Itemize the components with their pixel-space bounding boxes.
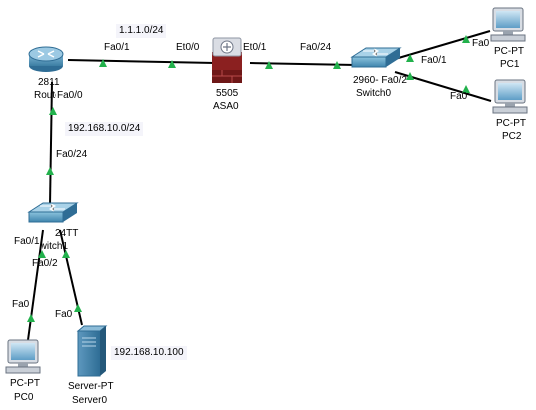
server-ip-label: 192.168.10.100 [111, 346, 187, 360]
link-router-asa[interactable] [67, 59, 216, 64]
port-label: Fa0/1 [421, 55, 447, 66]
status-up-icon [74, 304, 82, 312]
status-up-icon [462, 35, 470, 43]
status-up-icon [38, 250, 46, 258]
asa-model-label: 5505 [216, 88, 239, 99]
pc1-model-label: PC-PT [494, 46, 524, 57]
server-model-label: Server-PT [68, 381, 114, 392]
status-up-icon [406, 54, 414, 62]
pc2-name-label: PC2 [502, 131, 522, 142]
pc-icon[interactable] [490, 7, 526, 42]
wan-network-label: 1.1.1.0/24 [116, 24, 167, 38]
port-label: Fa0/24 [56, 149, 88, 160]
port-label: Fa0/1 [14, 236, 40, 247]
switch-icon[interactable] [350, 47, 402, 68]
port-label: Fa0 [450, 91, 468, 102]
link-asa-switch0[interactable] [249, 62, 357, 66]
port-label: Fa0/1 [104, 42, 130, 53]
router-model-label: 2811 [38, 77, 60, 88]
router-name-label: Router0 [34, 90, 56, 101]
pc0-model-label: PC-PT [10, 378, 40, 389]
status-up-icon [462, 85, 470, 93]
pc2-model-label: PC-PT [496, 118, 526, 129]
port-label: Et0/0 [176, 42, 200, 53]
server-icon[interactable] [76, 325, 108, 377]
status-up-icon [49, 107, 57, 115]
port-label: Fa0 [12, 299, 30, 310]
server-name-label: Server0 [72, 395, 108, 406]
status-up-icon [406, 72, 414, 80]
status-up-icon [265, 61, 273, 69]
port-label: Fa0/2 [32, 258, 58, 269]
port-label: Fa0/0 [57, 90, 83, 101]
status-up-icon [168, 60, 176, 68]
port-label: Et0/1 [243, 42, 267, 53]
port-label: Fa0 [472, 38, 490, 49]
pc-icon[interactable] [492, 79, 528, 114]
link-status-markers [27, 35, 470, 322]
status-up-icon [27, 314, 35, 322]
switch1-model-label: 24TT [55, 228, 79, 239]
pc0-name-label: PC0 [14, 392, 34, 403]
switch0-model-label: 2960- Fa0/2 [353, 75, 407, 86]
router-icon[interactable] [28, 46, 64, 72]
pc-icon[interactable] [5, 339, 41, 374]
switch0-name-label: Switch0 [356, 88, 392, 99]
link-switch0-pc1[interactable] [394, 30, 491, 60]
port-label: Fa0/24 [300, 42, 332, 53]
status-up-icon [99, 59, 107, 67]
switch-icon[interactable] [27, 202, 79, 223]
firewall-icon[interactable] [212, 37, 242, 83]
switch1-name-label: Switch1 [42, 241, 68, 252]
status-up-icon [46, 167, 54, 175]
status-up-icon [62, 250, 70, 258]
asa-name-label: ASA0 [213, 101, 239, 112]
port-label: Fa0 [55, 309, 73, 320]
pc1-name-label: PC1 [500, 59, 520, 70]
links [27, 30, 492, 341]
status-up-icon [333, 61, 341, 69]
link-router-switch1[interactable] [49, 81, 53, 206]
lan-network-label: 192.168.10.0/24 [65, 122, 144, 136]
